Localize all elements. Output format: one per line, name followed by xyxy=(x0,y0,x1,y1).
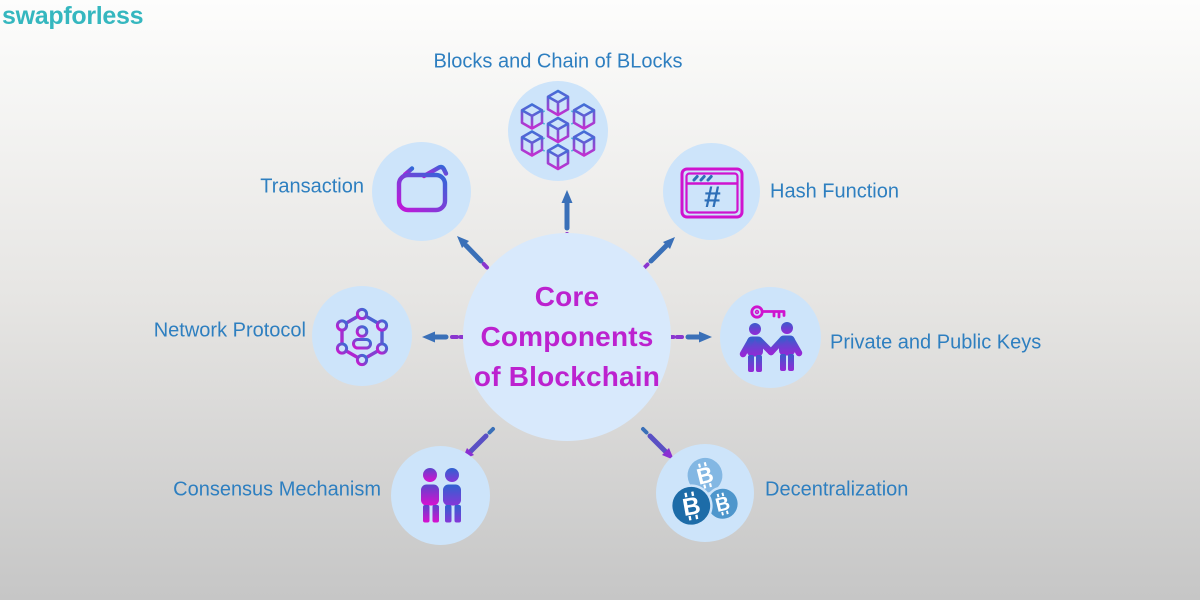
person-left xyxy=(420,467,439,522)
person-right xyxy=(767,321,802,371)
node-blocks-and-chain xyxy=(508,81,608,181)
bitcoin-coin-dark: B xyxy=(669,484,713,528)
person-icon xyxy=(352,325,372,350)
arrow-right xyxy=(669,331,712,343)
center-title-line2: Components xyxy=(480,321,654,352)
label-consensus-mechanism: Consensus Mechanism xyxy=(173,478,381,501)
two-people-icon xyxy=(420,467,461,522)
label-private-public-keys: Private and Public Keys xyxy=(830,331,1042,354)
node-hash-function: # xyxy=(663,143,760,240)
bitcoin-coins-icon: B B B xyxy=(669,455,741,528)
bitcoin-coin-mid: B xyxy=(705,486,741,522)
center-title: Core Components of Blockchain xyxy=(474,277,660,397)
label-blocks-and-chain: Blocks and Chain of BLocks xyxy=(433,50,683,73)
center-title-line1: Core xyxy=(534,281,600,312)
node-decentralization: B B B xyxy=(656,444,754,542)
people-with-key-icon xyxy=(739,304,802,372)
hexagon-network-icon xyxy=(335,307,389,367)
node-network-protocol xyxy=(312,286,412,386)
arrow-left xyxy=(422,331,465,343)
arrow-up-left xyxy=(457,236,489,270)
node-consensus-mechanism xyxy=(391,446,490,545)
arrow-up-right xyxy=(642,237,675,270)
center-node-core-components: Core Components of Blockchain xyxy=(463,233,671,441)
key-icon xyxy=(749,304,785,319)
center-title-line3: of Blockchain xyxy=(473,361,661,392)
label-network-protocol: Network Protocol xyxy=(153,319,306,342)
arrow-up xyxy=(561,190,573,241)
wallet-icon xyxy=(396,164,448,212)
person-right xyxy=(442,467,461,522)
hash-window-icon: # xyxy=(680,167,743,218)
node-private-public-keys xyxy=(720,287,821,388)
person-left xyxy=(739,322,774,372)
logo-swapforless: swapforless xyxy=(2,2,144,30)
label-transaction: Transaction xyxy=(260,175,364,198)
svg-text:B: B xyxy=(694,462,716,490)
label-decentralization: Decentralization xyxy=(765,478,909,501)
svg-text:B: B xyxy=(680,492,702,522)
label-hash-function: Hash Function xyxy=(770,180,899,203)
node-transaction xyxy=(372,142,471,241)
cubes-network-icon xyxy=(520,89,596,171)
svg-text:#: # xyxy=(703,181,720,214)
